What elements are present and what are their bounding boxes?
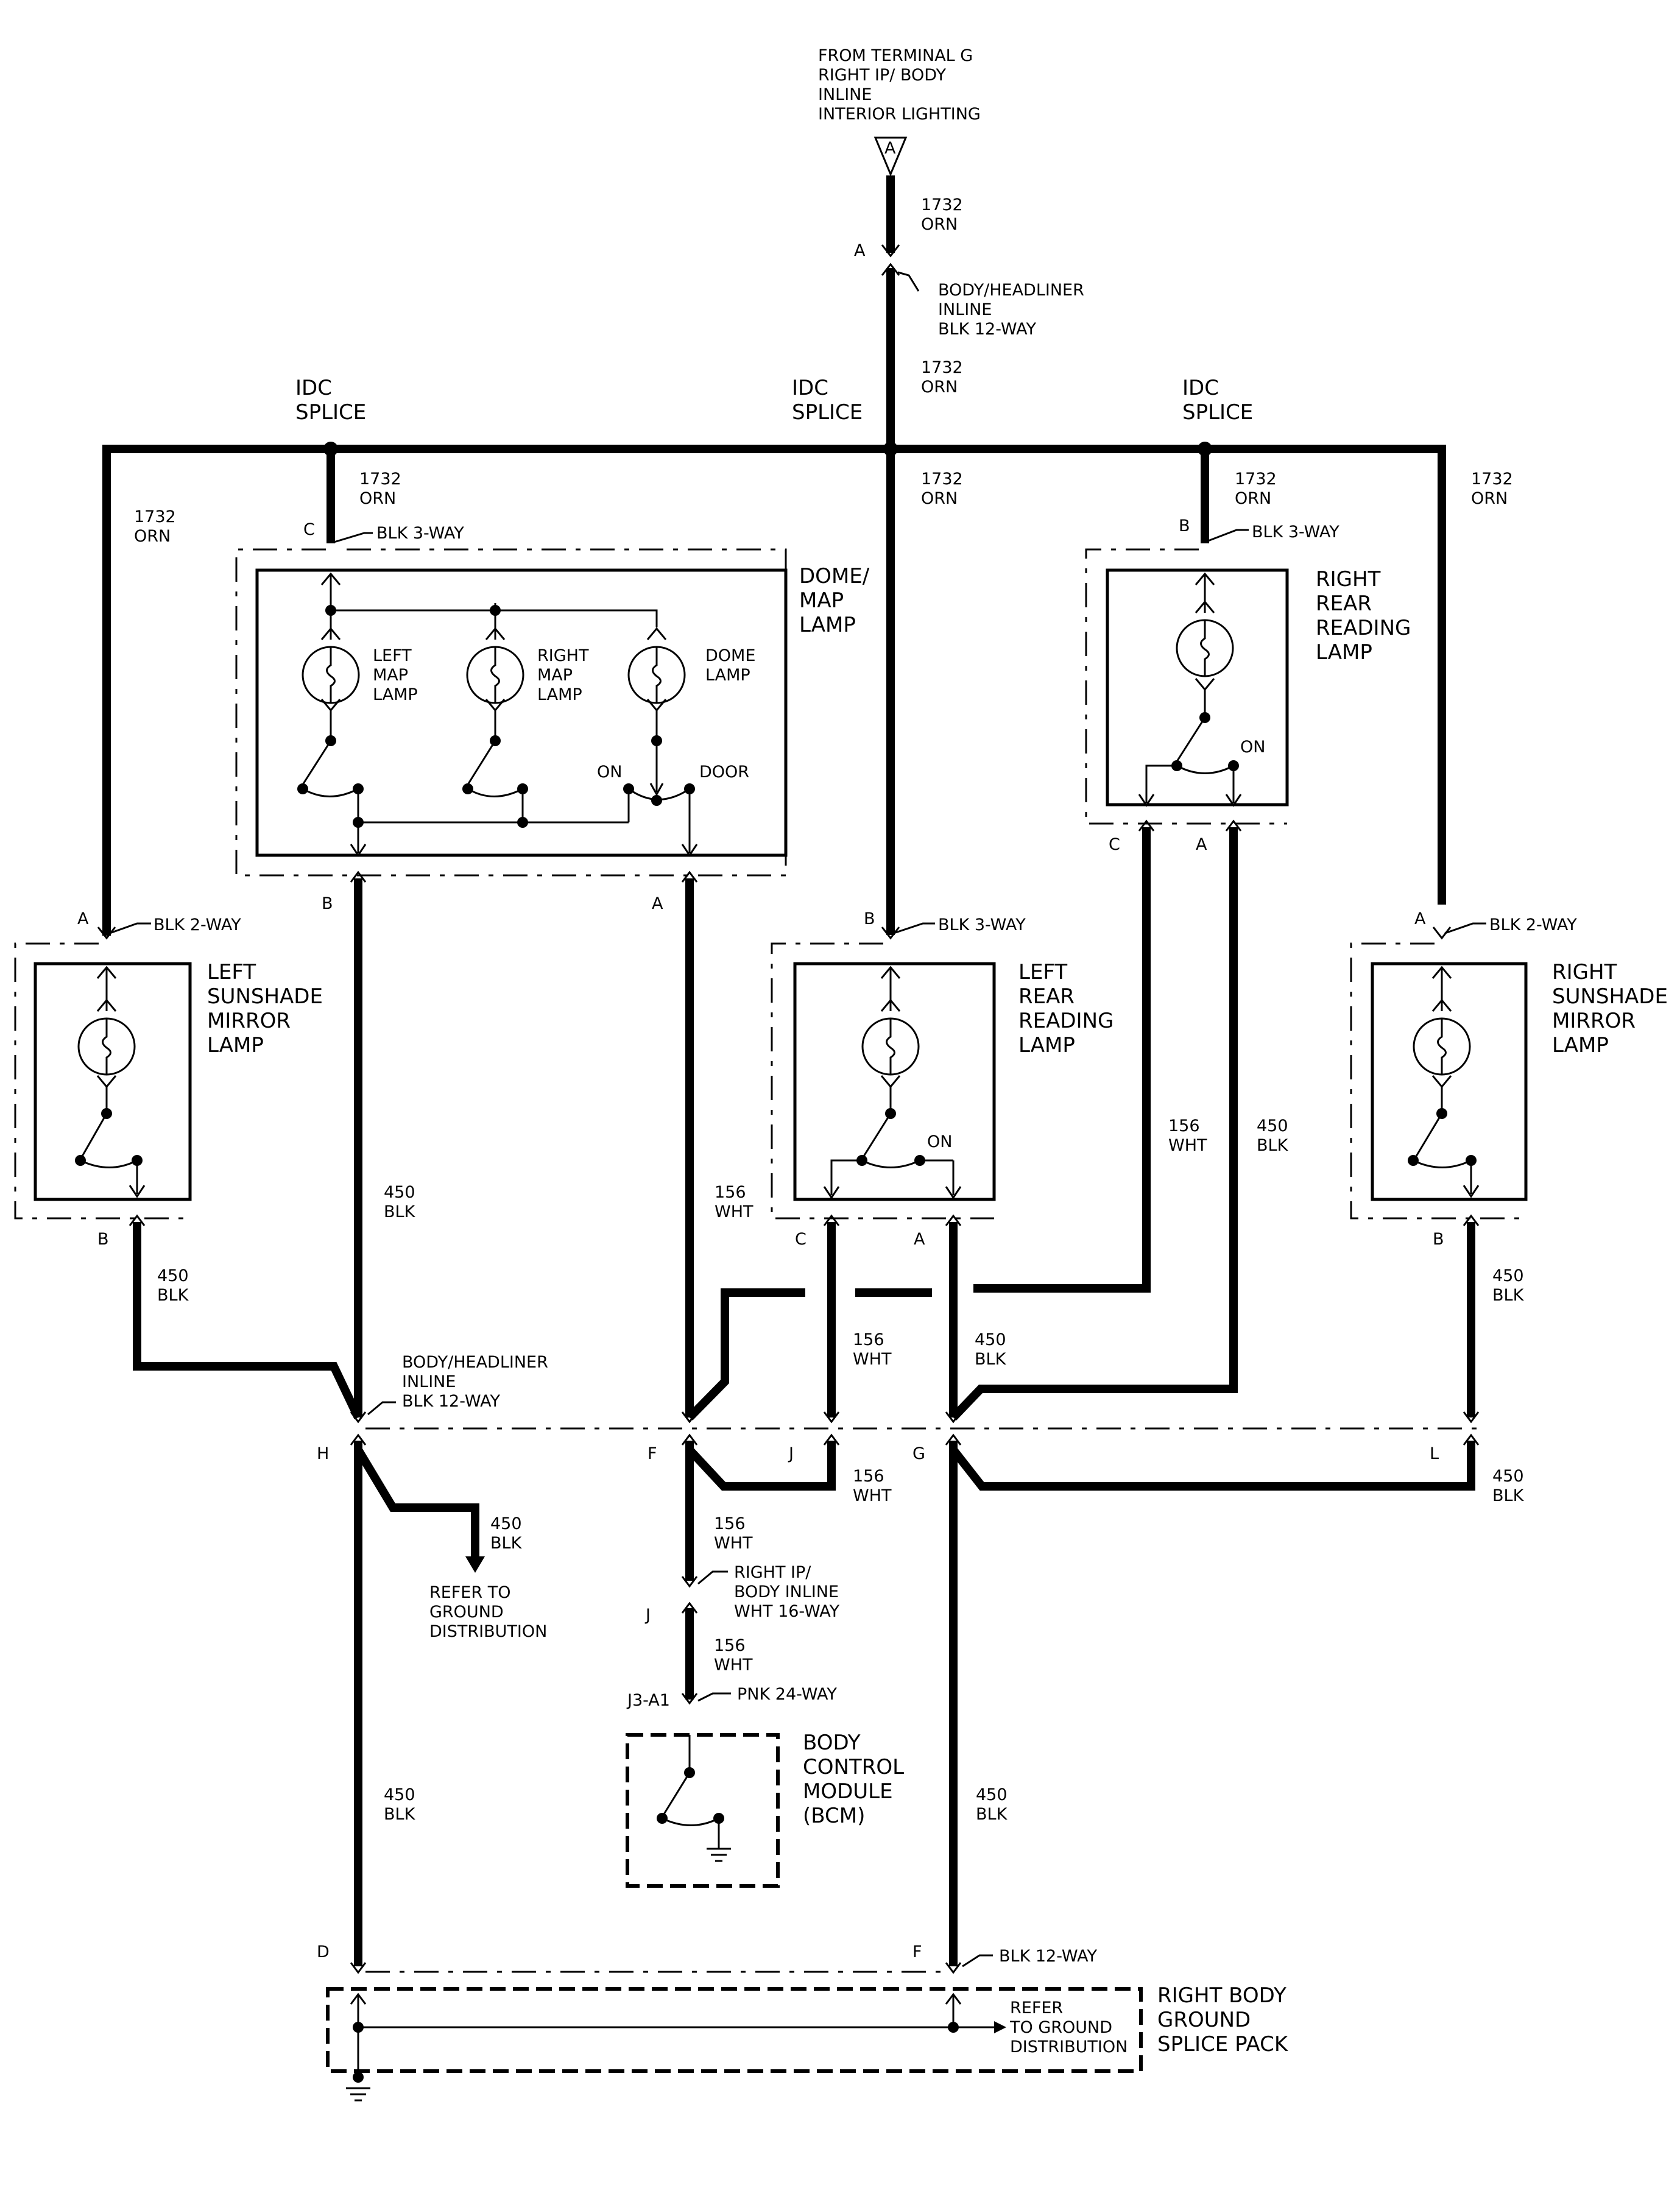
switch-on-label: ON [597,763,622,782]
pin-label: D [317,1943,330,1961]
right-rear-reading-lamp-box [1106,568,1289,807]
pin-label: A [652,894,663,913]
pin-label: A [914,1230,925,1249]
source-triangle-icon [874,136,908,177]
right-sunshade-mirror-lamp-box [1371,962,1528,1201]
source-triangle-label: A [884,139,896,158]
dome-map-lamp-box [255,568,788,857]
ground-icon [707,1848,731,1862]
pin-label: A [77,909,89,928]
pin-label: C [795,1230,806,1249]
pin-label: H [317,1444,329,1463]
left-rear-reading-lamp-box [793,962,996,1201]
connector-label: BLK 3-WAY [376,524,464,543]
pin-label: A [854,241,866,260]
pin-label: A [1414,909,1426,928]
pin-label: A [1196,835,1207,854]
pin-label: G [912,1444,925,1463]
wire-label: 1732 ORN [921,358,968,397]
pin-label: C [1109,835,1120,854]
pin-label: F [912,1943,922,1961]
pin-label: F [648,1444,657,1463]
top-source: FROM TERMINAL G RIGHT IP/ BODY INLINE IN… [818,46,981,177]
headliner-inline-label: BODY/HEADLINER INLINE BLK 12-WAY [938,281,1089,339]
pin-label: J [644,1606,651,1625]
pin-label: C [303,520,315,539]
connector-label: BLK 2-WAY [154,916,241,934]
feed-1732: 1732 ORN A BODY/HEADLINER INLINE BLK 12-… [854,175,1089,448]
bcm-box [626,1733,780,1888]
pin-label: B [1179,517,1190,535]
switch-door-label: DOOR [699,763,749,782]
connector-label: BLK 3-WAY [1252,523,1339,542]
pin-label: J3-A1 [626,1691,670,1710]
ground-splice-pack-box [326,1987,1143,2073]
pin-label: B [322,894,333,913]
switch-on-label: ON [927,1132,952,1151]
ground-icon [346,2087,370,2102]
connector-label: BLK 2-WAY [1489,916,1577,934]
pin-label: J [788,1444,794,1463]
pin-label: B [864,909,875,928]
switch-on-label: ON [1240,738,1265,757]
pin-label: L [1430,1444,1439,1463]
connector-label: BLK 12-WAY [999,1947,1097,1966]
wire-label: 1732 ORN [921,196,968,234]
source-text: FROM TERMINAL G RIGHT IP/ BODY INLINE IN… [818,46,981,124]
left-sunshade-mirror-lamp-box [34,962,192,1201]
connector-label: PNK 24-WAY [737,1685,837,1704]
connector-label: BLK 3-WAY [938,916,1026,934]
pin-label: B [1433,1230,1444,1249]
pin-label: B [97,1230,109,1249]
